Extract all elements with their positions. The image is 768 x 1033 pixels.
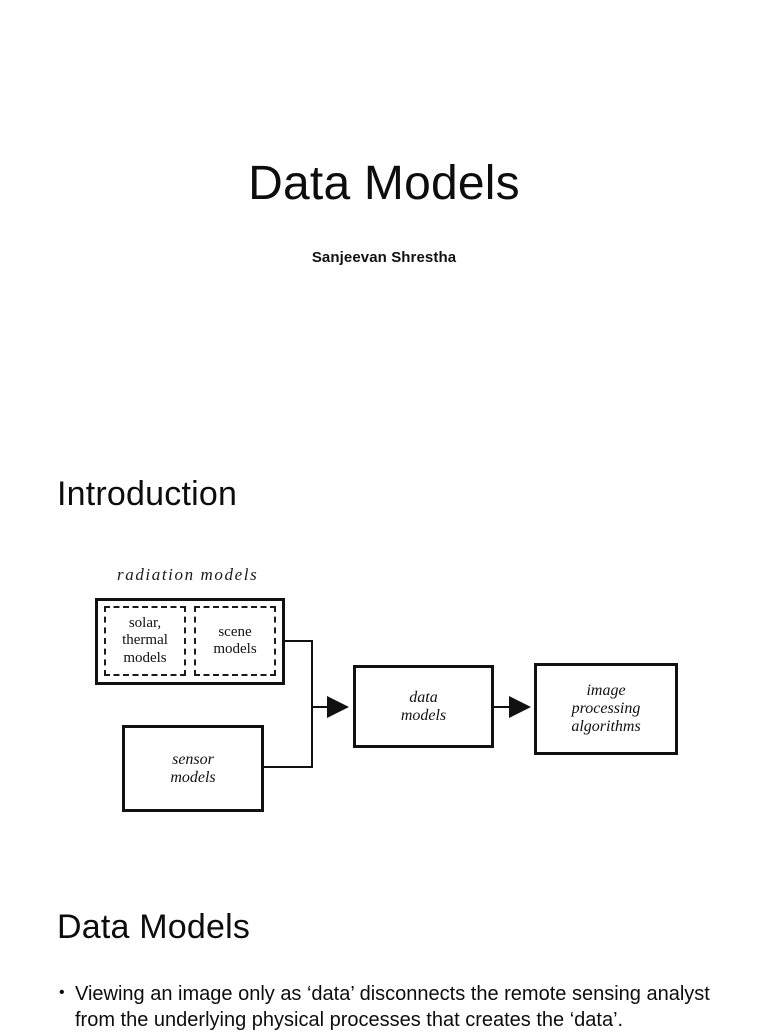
diagram-box-solar-thermal-models: solar, thermal models	[104, 606, 186, 676]
diagram-box-label-scene: scene models	[213, 623, 257, 657]
author-name: Sanjeevan Shrestha	[311, 249, 457, 266]
arrow-icon-to-data-models	[327, 696, 349, 718]
arrow-icon-to-image-processing	[509, 696, 531, 718]
diagram-box-data-models: data models	[353, 665, 494, 748]
connector-data-to-image	[494, 706, 509, 708]
diagram-box-label-data-models: data models	[400, 688, 447, 724]
bullet-list-data-models: Viewing an image only as ‘data’ disconne…	[57, 981, 717, 1033]
diagram-box-label-solar-thermal: solar, thermal models	[122, 615, 168, 666]
connector-sensor-to-spine	[264, 766, 313, 768]
figure-caption-radiation-models: radiation models	[117, 565, 259, 584]
list-item: Viewing an image only as ‘data’ disconne…	[57, 981, 717, 1033]
diagram-box-scene-models: scene models	[194, 606, 276, 676]
connector-spine-to-arrow	[311, 706, 327, 708]
diagram-box-image-processing-algorithms: image processing algorithms	[534, 663, 678, 755]
section-heading-introduction: Introduction	[57, 475, 238, 513]
diagram-box-label-sensor: sensor models	[170, 750, 216, 786]
section-heading-data-models: Data Models	[57, 908, 251, 946]
connector-radiation-to-spine	[285, 640, 313, 642]
connector-vertical-spine	[311, 640, 313, 768]
page-title: Data Models	[248, 157, 520, 210]
diagram-box-sensor-models: sensor models	[122, 725, 264, 812]
diagram-box-label-image-processing: image processing algorithms	[571, 682, 641, 735]
figure-remote-sensing-model-chain: radiation models solar, thermal models s…	[0, 548, 768, 848]
